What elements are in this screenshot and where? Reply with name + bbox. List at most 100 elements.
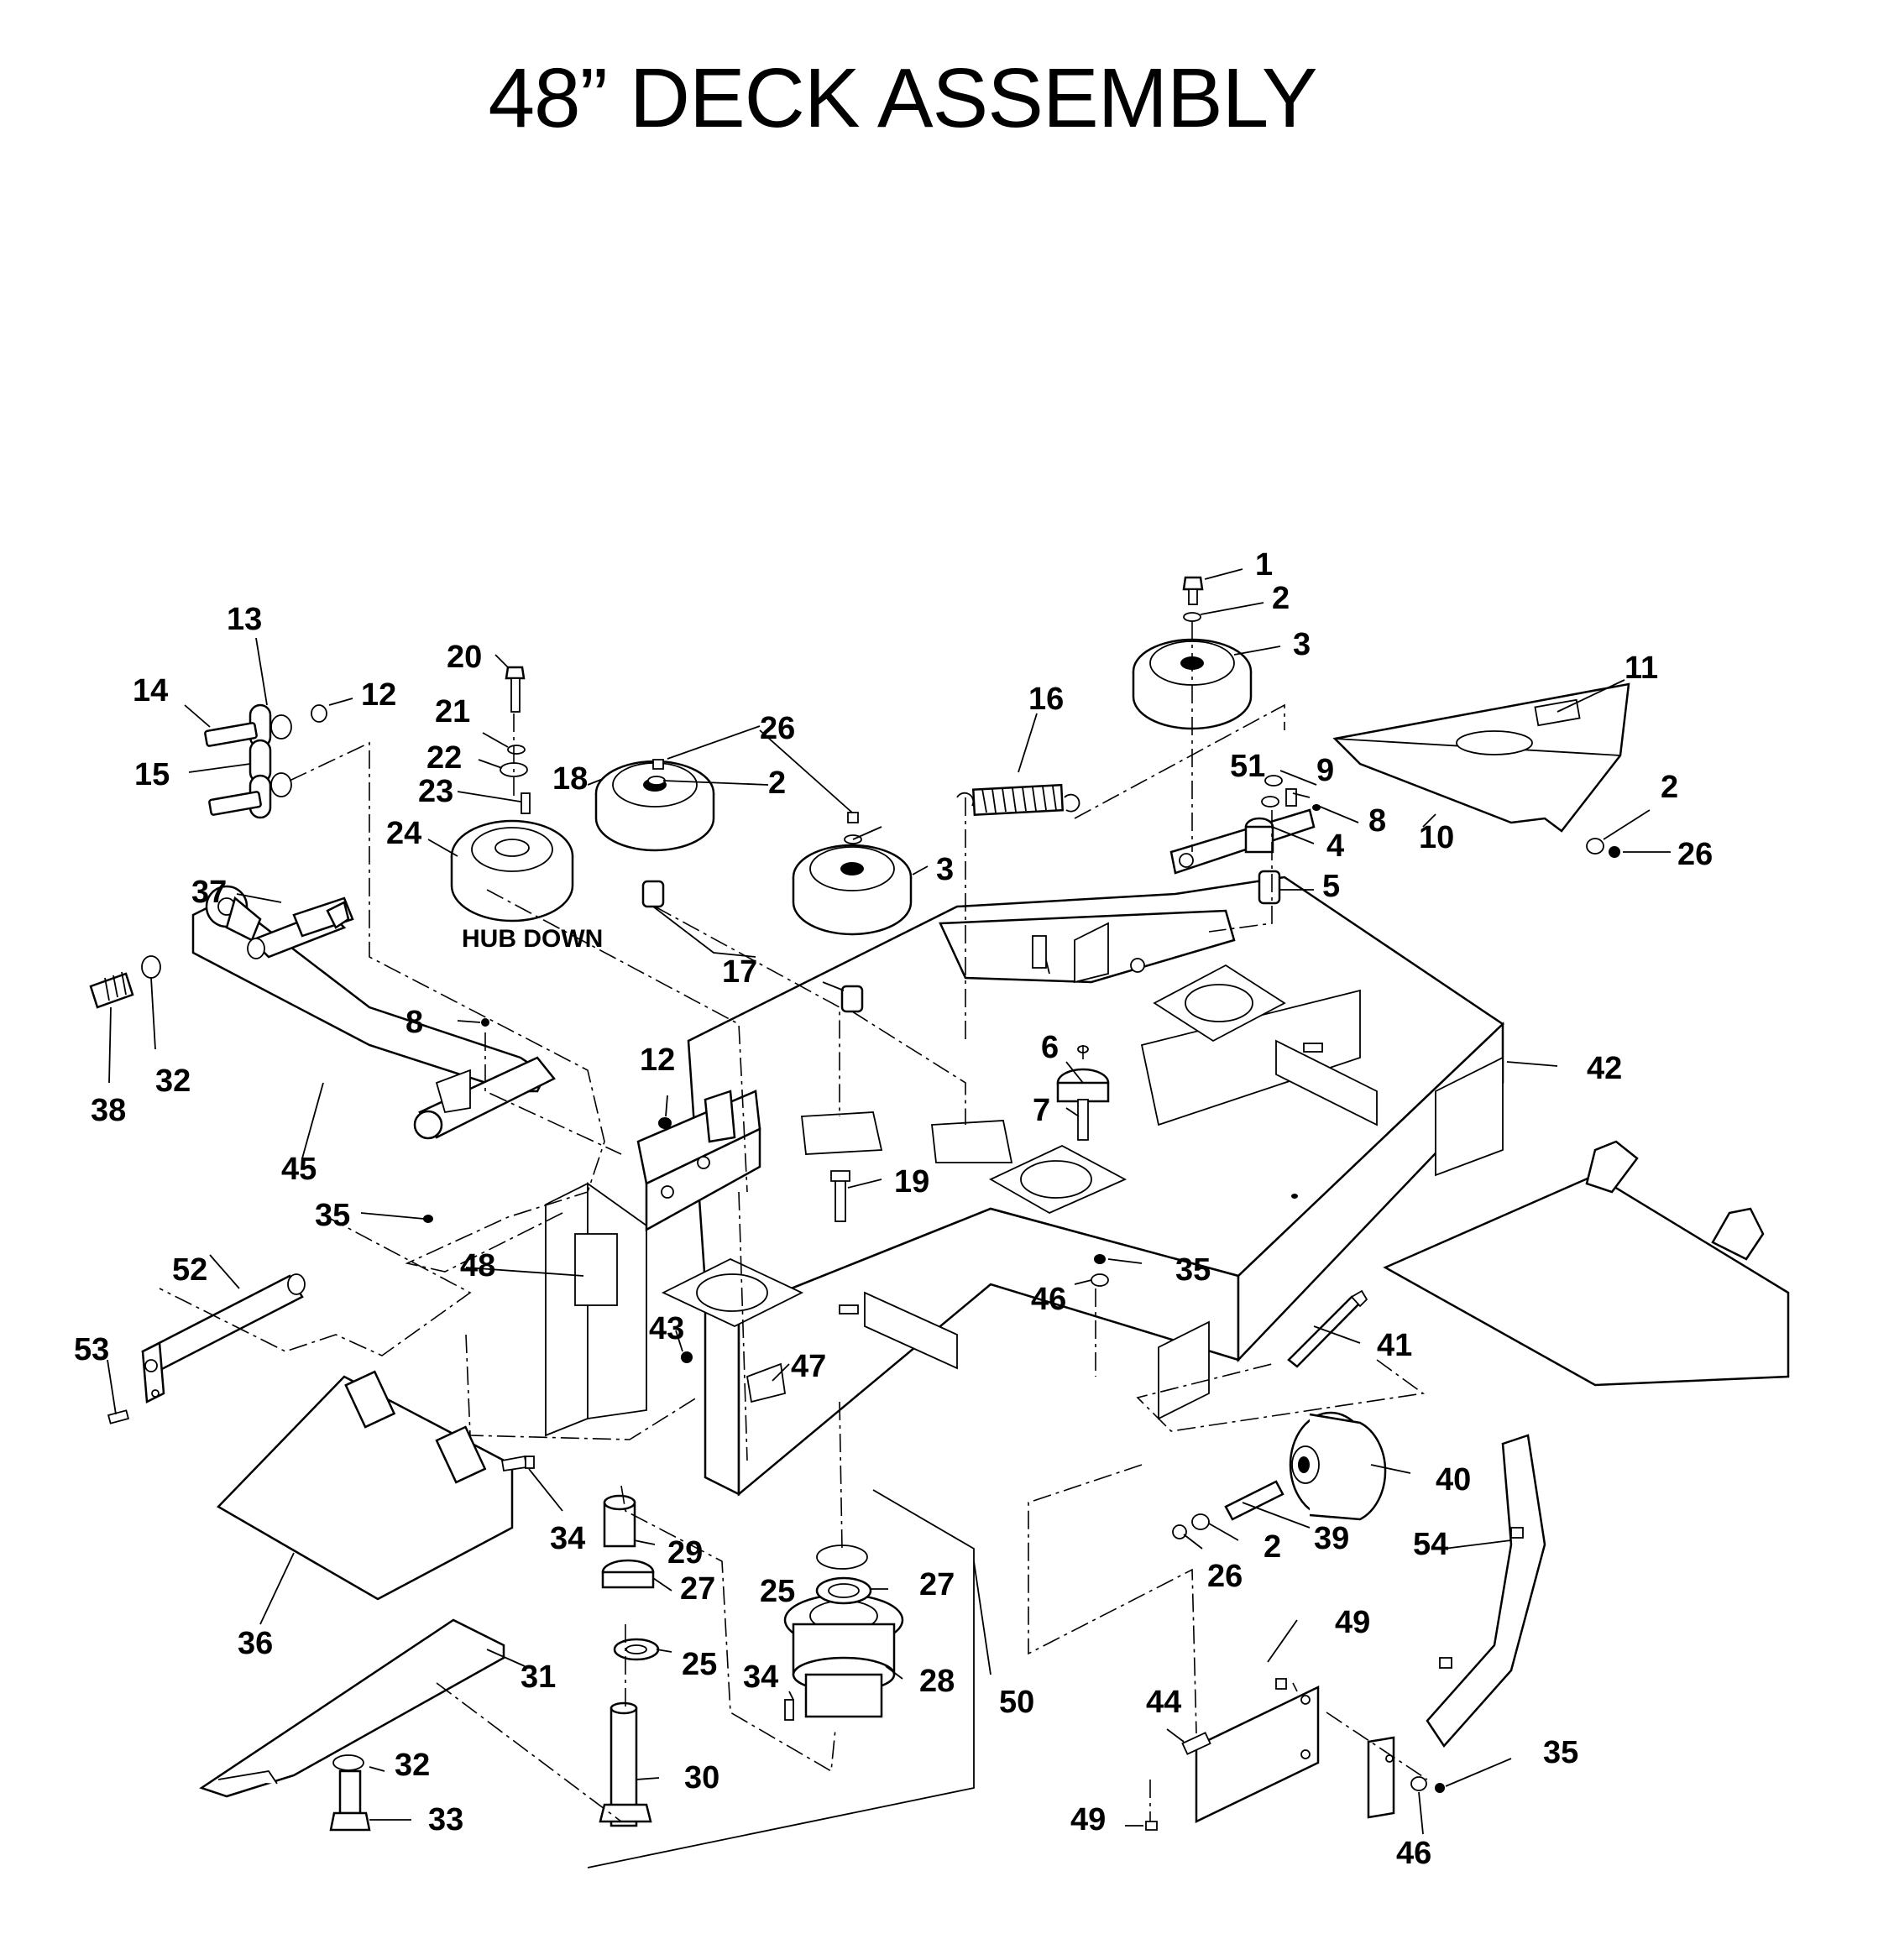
callout-2: 2 (1272, 581, 1290, 616)
callout-8: 8 (1368, 803, 1386, 839)
callout-7: 7 (1033, 1093, 1050, 1128)
access-cover (1145, 1678, 1320, 1831)
belt-guard (1332, 682, 1630, 833)
callout-36: 36 (238, 1626, 273, 1661)
callout-27-right: 27 (919, 1567, 955, 1602)
callout-11: 11 (1625, 651, 1658, 686)
nut-35-left (423, 1215, 433, 1223)
callout-43: 43 (649, 1311, 684, 1346)
callout-26: 26 (1677, 837, 1713, 872)
callout-44: 44 (1146, 1685, 1181, 1720)
callout-42: 42 (1587, 1051, 1622, 1086)
callout-14: 14 (133, 673, 168, 708)
diagram-title: 48” DECK ASSEMBLY (488, 51, 1317, 145)
callout-37: 37 (191, 875, 227, 910)
front-hanger-bracket (574, 1090, 761, 1306)
assembly-lines (159, 621, 1428, 1822)
lift-chain (204, 703, 327, 819)
callout-23: 23 (418, 774, 453, 809)
callout-3-center: 3 (936, 852, 954, 887)
callout-15: 15 (134, 757, 170, 792)
callout-34-lower: 34 (743, 1659, 778, 1695)
callout-21: 21 (435, 694, 470, 729)
lift-arm (89, 885, 556, 1140)
callout-45: 45 (281, 1152, 317, 1187)
mower-blade (199, 1618, 505, 1832)
callout-49-lower: 49 (1070, 1802, 1106, 1837)
idler-pulley-center (792, 812, 913, 936)
callout-32-blade: 32 (395, 1748, 430, 1783)
deck-mount-hardware (801, 1045, 1110, 1222)
callout-28: 28 (919, 1664, 955, 1699)
callout-10: 10 (1419, 820, 1454, 855)
idler-arm (1169, 775, 1321, 905)
callout-52: 52 (172, 1252, 207, 1288)
gauge-wheel (1172, 1289, 1387, 1539)
drive-pulley (450, 666, 574, 923)
idler-arm-bracket (939, 909, 1236, 984)
callout-35-strap: 35 (1543, 1735, 1578, 1770)
callout-18: 18 (552, 761, 588, 797)
callout-2-top: 2 (768, 766, 786, 801)
callout-20: 20 (447, 640, 482, 675)
callout-leaders (107, 568, 1671, 1869)
nut-35-center (1094, 1254, 1106, 1264)
callout-49: 49 (1335, 1605, 1370, 1640)
callout-8-arm: 8 (405, 1005, 423, 1040)
callout-1: 1 (1255, 547, 1273, 583)
blade-guard-strap (1367, 1434, 1546, 1819)
callout-53: 53 (74, 1332, 109, 1367)
callout-32: 32 (155, 1064, 191, 1099)
idler-pulley-left (594, 759, 715, 852)
callout-50: 50 (999, 1685, 1034, 1720)
callout-2-wheel: 2 (1264, 1529, 1281, 1565)
callout-47: 47 (791, 1349, 826, 1384)
spacer-left (641, 880, 665, 908)
callout-24: 24 (386, 816, 421, 851)
callout-3: 3 (1293, 627, 1311, 662)
spindle-assembly (599, 1494, 904, 1827)
callout-46-strap: 46 (1396, 1836, 1431, 1871)
callout-51: 51 (1230, 749, 1265, 784)
spacer-right (840, 985, 864, 1013)
callout-4: 4 (1326, 828, 1344, 864)
callout-2-guard: 2 (1661, 770, 1678, 805)
discharge-chute (216, 1370, 535, 1601)
callout-25: 25 (760, 1574, 795, 1609)
nut-12-lower (658, 1117, 672, 1129)
callout-labels: 1 2 3 11 16 51 9 2 8 10 26 4 5 13 14 12 … (74, 547, 1713, 1871)
callout-9: 9 (1316, 753, 1334, 788)
callout-48: 48 (460, 1248, 495, 1283)
callout-38: 38 (91, 1093, 126, 1128)
callout-19: 19 (894, 1164, 929, 1200)
washer-46-center (1091, 1273, 1109, 1287)
callout-46: 46 (1031, 1282, 1066, 1317)
callout-17: 17 (722, 954, 757, 990)
callout-12-lower: 12 (640, 1043, 675, 1078)
callout-35-center: 35 (1175, 1252, 1211, 1288)
callout-34: 34 (550, 1521, 585, 1556)
callout-40: 40 (1436, 1462, 1471, 1497)
callout-35-left: 35 (315, 1198, 350, 1233)
callout-39: 39 (1314, 1521, 1349, 1556)
callout-16: 16 (1028, 682, 1064, 717)
callout-5: 5 (1322, 869, 1340, 904)
rear-baffle (1383, 1140, 1790, 1387)
callout-33: 33 (428, 1802, 463, 1837)
callout-54: 54 (1413, 1527, 1448, 1562)
callout-25-lower: 25 (682, 1647, 717, 1682)
callout-29: 29 (667, 1535, 703, 1571)
callout-22: 22 (426, 740, 462, 776)
hub-down-note: HUB DOWN (462, 925, 603, 953)
tension-spring (956, 783, 1080, 817)
callout-26-wheel: 26 (1207, 1559, 1243, 1594)
pad-47 (746, 1362, 787, 1403)
callout-27: 27 (680, 1571, 715, 1607)
callout-6: 6 (1041, 1030, 1059, 1065)
nut-43 (681, 1351, 693, 1363)
callout-30: 30 (684, 1760, 719, 1795)
callout-26-top: 26 (760, 711, 795, 746)
nut-guard (1609, 846, 1620, 858)
pivot-rod (107, 1273, 306, 1424)
